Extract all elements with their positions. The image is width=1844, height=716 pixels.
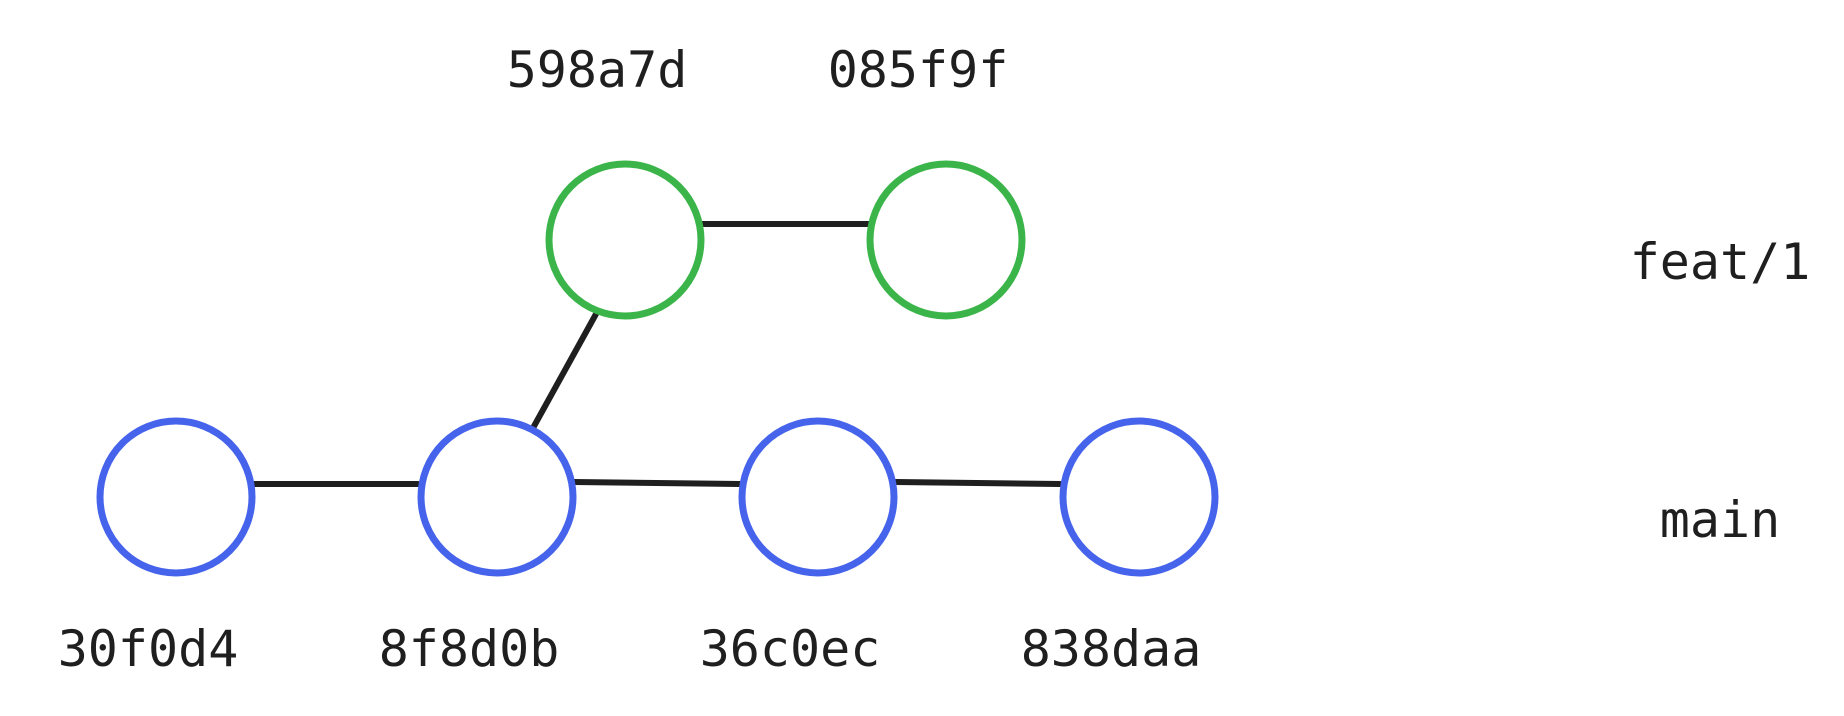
commit-hash-label: 8f8d0b (379, 620, 560, 678)
commit-hash-label: 598a7d (507, 41, 688, 99)
edge-8f8d0b-36c0ec (571, 479, 743, 487)
edge-36c0ec-838daa (893, 479, 1063, 487)
commit-node-8f8d0b[interactable] (417, 417, 577, 577)
commit-hash-label: 838daa (1021, 620, 1202, 678)
commit-node-598a7d[interactable] (545, 160, 705, 320)
branch-label-main: main (1660, 491, 1780, 549)
branch-label-feature: feat/1 (1630, 233, 1811, 291)
commit-node-838daa[interactable] (1059, 417, 1219, 577)
commit-hash-label: 085f9f (828, 41, 1009, 99)
commit-node-085f9f[interactable] (866, 160, 1026, 320)
commit-node-36c0ec[interactable] (738, 417, 898, 577)
commit-hash-label: 36c0ec (700, 620, 881, 678)
commit-hash-label: 30f0d4 (58, 620, 239, 678)
commit-node-30f0d4[interactable] (96, 417, 256, 577)
edge-8f8d0b-598a7d (530, 311, 599, 431)
